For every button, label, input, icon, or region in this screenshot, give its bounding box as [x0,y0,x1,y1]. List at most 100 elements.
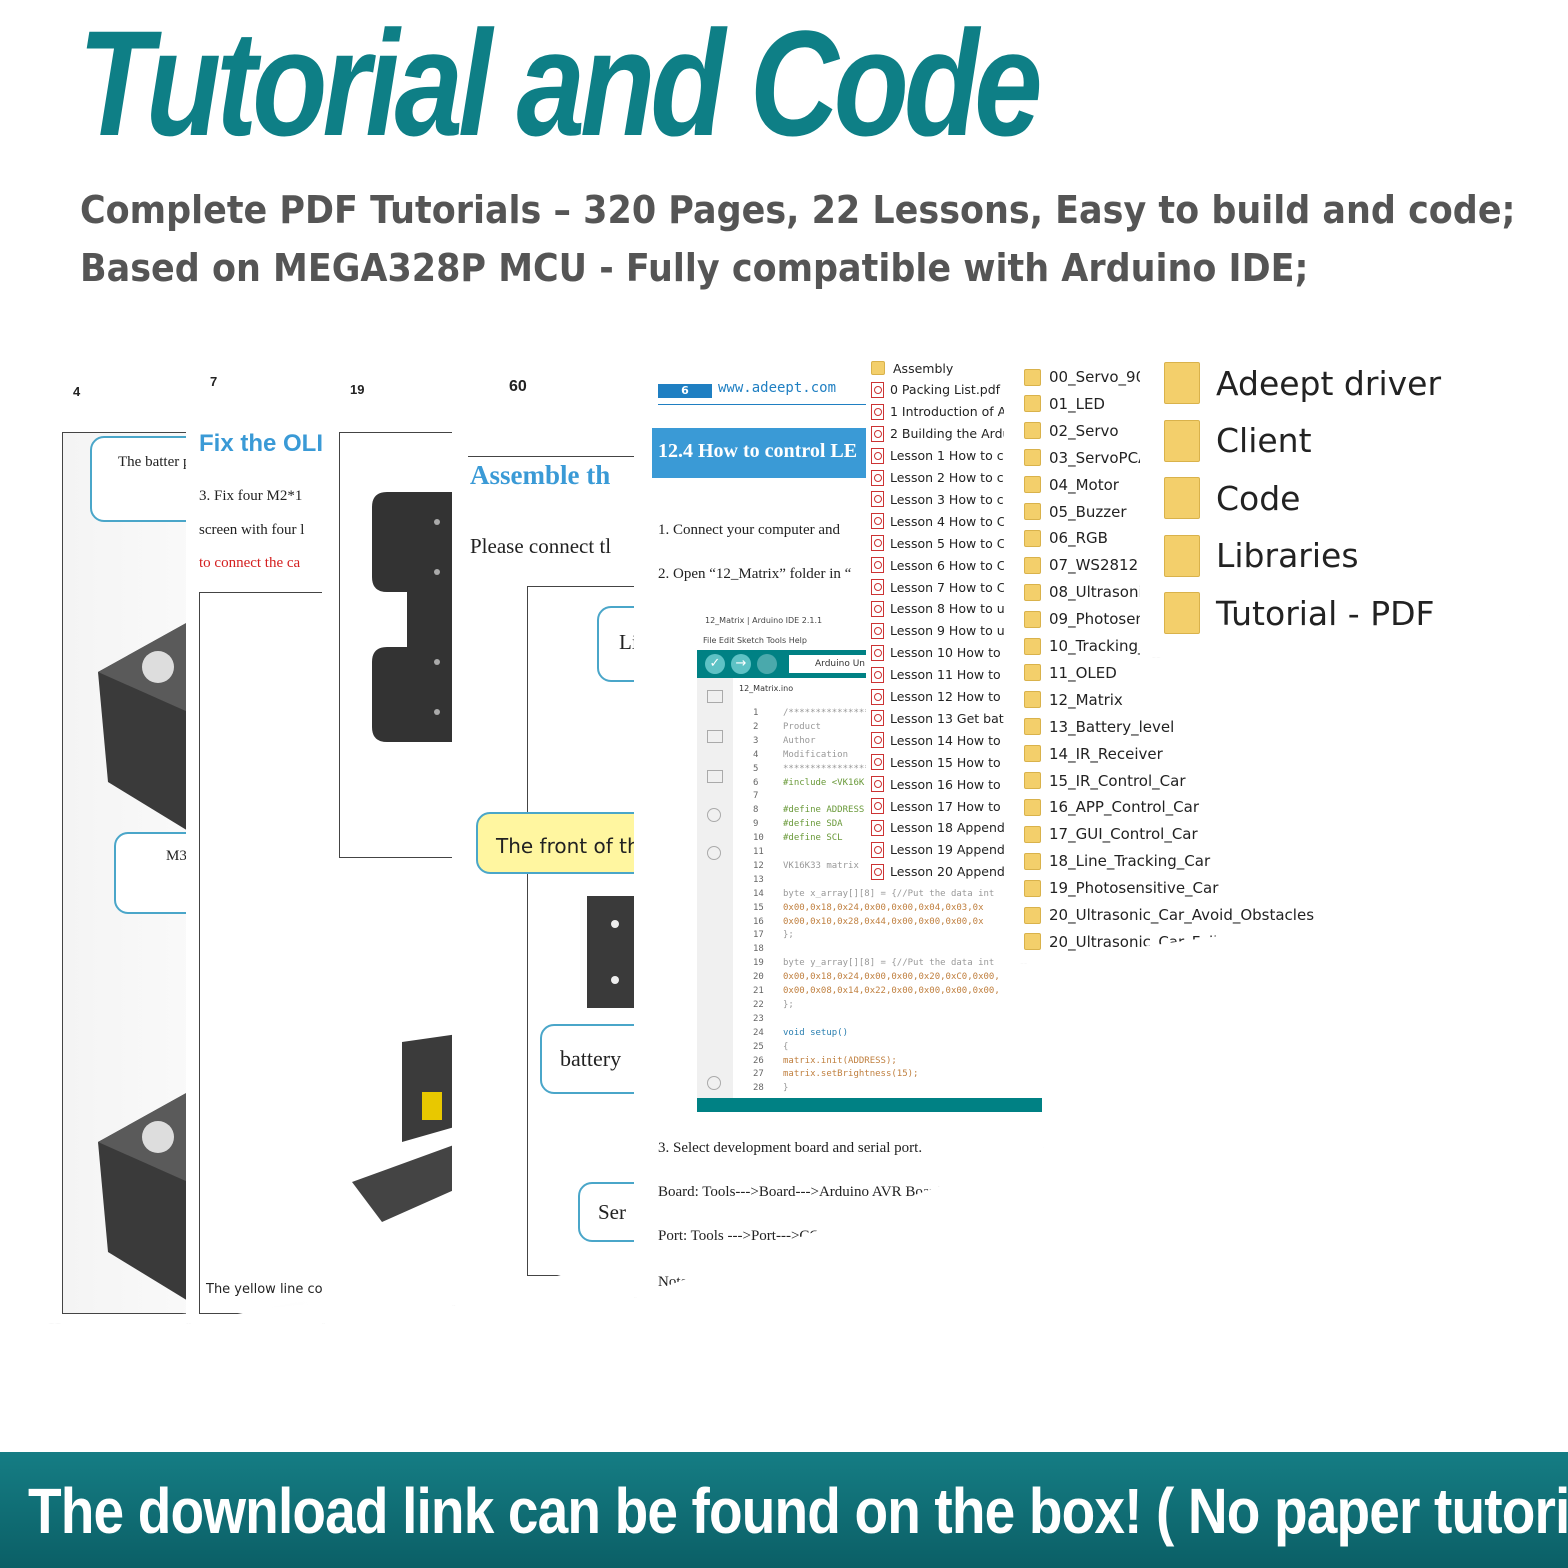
code-line: Author [783,735,816,746]
file-row[interactable]: Lesson 17 How to [871,797,1001,815]
file-row[interactable]: 1 Introduction of A [871,403,1004,421]
folder-row[interactable]: 16_APP_Control_Car [1024,796,1199,818]
verify-icon[interactable]: ✓ [705,654,725,674]
folder-row[interactable]: 20_Ultrasonic_Car_Avoid_Obstacles [1024,904,1314,926]
instruction-text: Port: Tools --->Port--->COMx [658,1228,842,1244]
file-row[interactable]: 2 Building the Ardu [871,425,1004,443]
file-row[interactable]: Lesson 10 How to [871,644,1001,662]
file-name: Lesson 18 Appendi [890,820,1004,836]
folder-row[interactable]: 09_Photosen [1024,608,1145,630]
file-row[interactable]: Lesson 13 Get batt [871,709,1004,727]
file-row[interactable]: Lesson 8 How to us [871,600,1004,618]
folder-icon [1024,906,1041,924]
pdf-file-icon [871,535,884,552]
file-row[interactable]: Lesson 6 How to C [871,556,1004,574]
folder-row[interactable]: Adeept driver [1164,360,1441,406]
file-row[interactable]: Lesson 3 How to co [871,490,1004,508]
folder-row[interactable]: 13_Battery_level [1024,716,1174,738]
file-name: Lesson 9 How to us [890,623,1004,639]
footer-banner: The download link can be found on the bo… [0,1452,1568,1568]
folder-row[interactable]: 17_GUI_Control_Car [1024,823,1198,845]
folder-row[interactable]: 05_Buzzer [1024,501,1127,523]
debug-panel-icon[interactable] [707,808,721,822]
folder-row[interactable]: 12_Matrix [1024,689,1123,711]
file-row[interactable]: Lesson 2 How to co [871,469,1004,487]
file-row[interactable]: Lesson 12 How to [871,688,1001,706]
file-row[interactable]: Lesson 9 How to us [871,622,1004,640]
instruction-text: Please connect tl [470,534,612,558]
file-row[interactable]: Lesson 19 Appendi [871,841,1004,859]
instruction-text: to connect the ca [199,555,301,571]
pdf-file-icon [871,600,884,617]
folder-icon [1024,503,1041,520]
folder-row[interactable]: 08_Ultrasoni [1024,581,1143,603]
folder-row[interactable]: 20_Ultrasonic_Car_Foll [1024,931,1217,953]
folder-row[interactable]: 06_RGB [1024,527,1108,549]
folder-icon [1024,852,1041,870]
folder-row[interactable]: 02_Servo [1024,420,1119,442]
debug-icon[interactable] [757,654,777,674]
folder-row[interactable]: 07_WS2812 [1024,554,1138,576]
folder-name: 19_Photosensitive_Car [1049,879,1219,898]
instruction-text: 2. Open “12_Matrix” folder in “ [658,566,852,582]
folder-row[interactable]: Client [1164,418,1312,464]
folder-name: 14_IR_Receiver [1049,744,1163,763]
folder-row[interactable]: 10_Tracking_ [1024,635,1146,657]
file-name: Assembly [893,360,954,376]
line-number: 5 [753,763,759,774]
folder-row[interactable]: 15_IR_Control_Car [1024,770,1186,792]
folder-name: 18_Line_Tracking_Car [1049,852,1211,871]
pdf-file-icon [871,732,884,749]
search-icon[interactable] [707,846,721,860]
file-row[interactable]: Lesson 5 How to C [871,534,1004,552]
profile-icon[interactable] [707,1076,721,1090]
code-line: matrix.setBrightness(15); [783,1069,919,1080]
folder-row[interactable]: 03_ServoPCA [1024,447,1148,469]
file-name: Lesson 15 How to [890,754,1001,770]
file-row[interactable]: Lesson 16 How to [871,775,1001,793]
file-row[interactable]: Lesson 11 How to [871,666,1001,684]
folder-row[interactable]: 14_IR_Receiver [1024,743,1163,765]
folder-row[interactable]: 00_Servo_90 [1024,366,1145,388]
line-number: 14 [753,888,764,899]
file-name: Lesson 12 How to [890,689,1001,704]
folder-row[interactable]: Code [1164,475,1300,521]
file-row[interactable]: Lesson 15 How to [871,753,1001,771]
file-row[interactable]: Lesson 7 How to C [871,578,1004,596]
folder-row[interactable]: 18_Line_Tracking_Car [1024,850,1210,872]
folder-row[interactable]: Tutorial - PDF [1164,590,1435,636]
figure-frame [339,432,472,858]
folder-row[interactable]: Libraries [1164,533,1359,579]
file-row[interactable]: 0 Packing List.pdf [871,381,1000,399]
folder-row[interactable]: 11_OLED [1024,662,1117,684]
file-name: Lesson 13 Get batt [890,710,1004,726]
file-row[interactable]: Lesson 18 Appendi [871,819,1004,837]
note-bubble: battery [540,1024,652,1094]
pdf-file-icon [871,579,884,595]
folder-name: Client [1216,421,1312,460]
file-row[interactable]: Lesson 4 How to C [871,512,1004,530]
page-number: 6 [658,384,712,398]
folder-icon [1164,419,1200,462]
ide-file-tab[interactable]: 12_Matrix.ino [739,684,794,693]
file-row[interactable]: Lesson 1 How to co [871,447,1004,465]
folder-name: 09_Photosen [1049,610,1145,629]
folder-row[interactable]: 04_Motor [1024,474,1119,496]
file-row[interactable]: Assembly [871,359,953,377]
file-name: Lesson 8 How to us [890,601,1004,617]
upload-icon[interactable]: → [731,654,751,674]
file-name: Lesson 10 How to [890,645,1001,661]
pdf-file-icon [871,776,884,793]
arduino-ide-window: 12_Matrix | Arduino IDE 2.1.1 File Edit … [697,612,1042,1112]
folder-row[interactable]: 19_Photosensitive_Car [1024,877,1218,899]
bracket-part-illustration [372,492,472,742]
boards-icon[interactable] [707,730,723,743]
folder-icon[interactable] [707,690,723,703]
page-number: 19 [350,382,365,397]
folder-row[interactable]: 01_LED [1024,393,1105,415]
library-icon[interactable] [707,770,723,783]
code-line: byte x_array[][8] = {//Put the data int [783,888,995,899]
file-row[interactable]: Lesson 14 How to [871,731,1001,749]
file-name: Lesson 1 How to co [890,448,1004,464]
file-row[interactable]: Lesson 20 Appendi [871,863,1004,881]
